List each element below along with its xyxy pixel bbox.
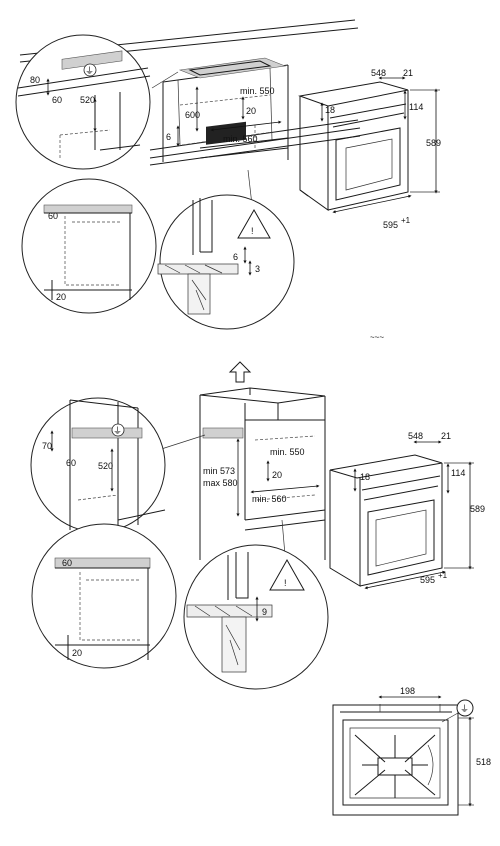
dim-114-b: 114 xyxy=(451,468,465,478)
dim-6-gap: 6 xyxy=(233,252,238,262)
dim-20-corner-b: 20 xyxy=(72,648,82,658)
dim-3-gap: 3 xyxy=(255,264,260,274)
dim-520-b: 520 xyxy=(98,461,113,471)
dim-60-corner: 60 xyxy=(48,211,58,221)
stray-mark: ~~~ xyxy=(370,333,384,342)
dim-min-573: min 573 xyxy=(203,466,235,476)
earth-symbol-rear: ⏚ xyxy=(460,704,469,714)
dim-70: 70 xyxy=(42,441,52,451)
dim-min-560: min. 560 xyxy=(223,134,258,144)
dim-60-b: 60 xyxy=(66,458,76,468)
warning-symbol: ! xyxy=(251,226,254,236)
tall-cabinet-dimensions: min. 550 20 min. 560 min 573 max 580 xyxy=(151,434,320,556)
inset-column-corner: 60 20 xyxy=(31,523,177,669)
dim-80: 80 xyxy=(30,75,40,85)
dim-21: 21 xyxy=(403,68,413,78)
oven-bottom xyxy=(329,454,443,587)
up-arrow-icon xyxy=(228,361,252,383)
dim-6: 6 xyxy=(166,132,171,142)
dim-589: 589 xyxy=(426,138,441,148)
base-cabinet xyxy=(162,57,289,162)
dim-min-550: min. 550 xyxy=(240,86,275,96)
bottom-section: min. 550 20 min. 560 min 573 max 580 548… xyxy=(30,361,485,690)
dim-20-corner: 20 xyxy=(56,292,66,302)
dim-18: 18 xyxy=(325,105,335,115)
inset-gap-detail: ! 6 3 xyxy=(157,194,295,330)
dim-589-b: 589 xyxy=(470,504,485,514)
rear-view: 198 518 ⏚ xyxy=(332,686,491,816)
dim-21-b: 21 xyxy=(441,431,451,441)
dim-20-b: 20 xyxy=(272,470,282,480)
dim-198: 198 xyxy=(400,686,415,696)
dim-595-tolerance: +1 xyxy=(401,216,411,225)
dim-595-b: 595 xyxy=(420,575,435,585)
cabinet-dimensions: 600 6 min. 550 20 min. 560 xyxy=(151,71,282,206)
tall-cabinet xyxy=(199,387,326,560)
oven-top xyxy=(298,81,409,211)
dim-114: 114 xyxy=(409,102,423,112)
dim-548-b: 548 xyxy=(408,431,423,441)
dim-max-580: max 580 xyxy=(203,478,238,488)
dim-520: 520 xyxy=(80,95,95,105)
inset-column-gap: ! 9 xyxy=(183,544,329,690)
dim-548: 548 xyxy=(371,68,386,78)
dim-595: 595 xyxy=(383,220,398,230)
inset-worktop-detail: ⏚ 80 60 520 xyxy=(15,34,151,170)
earth-symbol: ⏚ xyxy=(85,66,94,76)
top-section: 600 6 min. 550 20 min. 560 548 21 xyxy=(15,19,441,342)
oven-top-dimensions: 548 21 114 18 589 595 +1 xyxy=(320,68,441,230)
earth-symbol-b: ⏚ xyxy=(113,426,122,436)
dim-20: 20 xyxy=(246,106,256,116)
dim-18-b: 18 xyxy=(360,472,370,482)
oven-bottom-dimensions: 548 21 114 18 589 595 +1 xyxy=(353,431,485,590)
dim-60: 60 xyxy=(52,95,62,105)
dim-min-560-b: min. 560 xyxy=(252,494,287,504)
inset-cabinet-corner: 60 20 xyxy=(21,178,157,314)
dim-518: 518 xyxy=(476,757,491,767)
dim-9: 9 xyxy=(262,607,267,617)
dim-595-b-tolerance: +1 xyxy=(438,571,448,580)
inset-column-detail: ⏚ 70 60 520 xyxy=(30,397,166,533)
warning-symbol-b: ! xyxy=(284,578,287,588)
dim-600: 600 xyxy=(185,110,200,120)
dim-60-corner-b: 60 xyxy=(62,558,72,568)
dim-min-550-b: min. 550 xyxy=(270,447,305,457)
